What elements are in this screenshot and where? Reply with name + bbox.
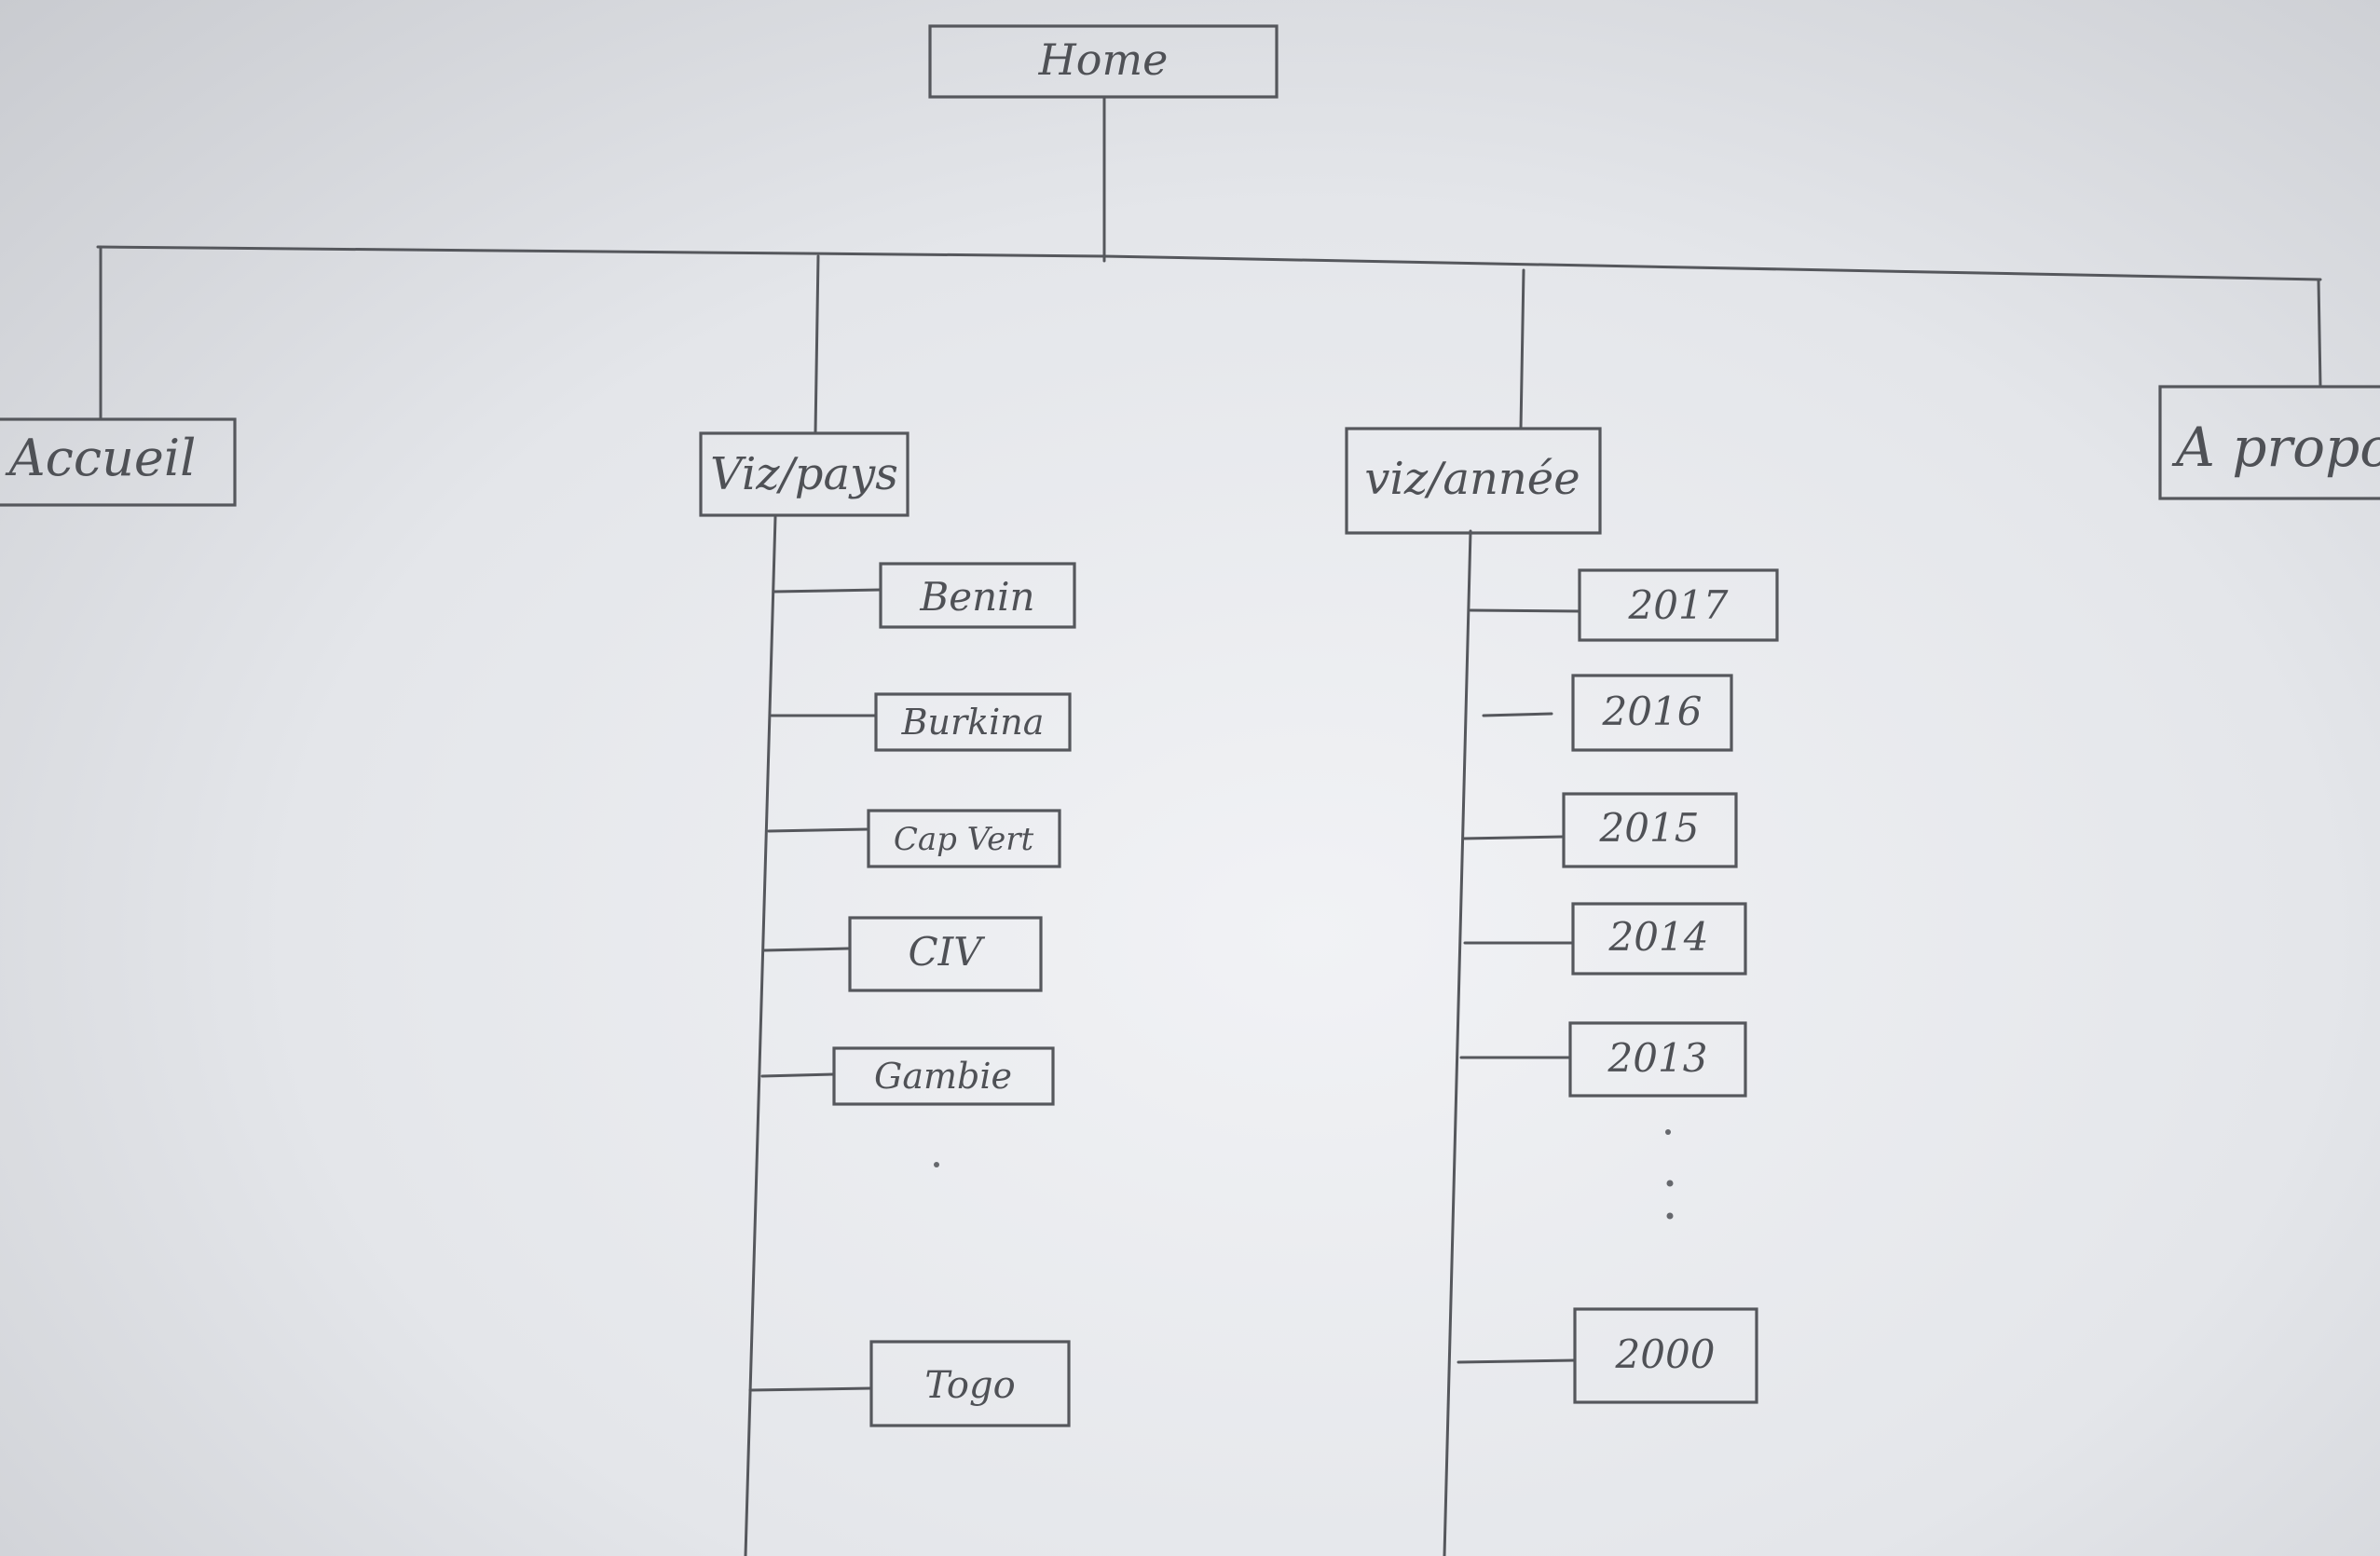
- node-2017-label: 2017: [1628, 582, 1729, 628]
- node-burkina: Burkina: [874, 692, 1072, 752]
- node-gambie-label: Gambie: [874, 1056, 1012, 1097]
- node-viz-pays-label: Viz/pays: [710, 448, 898, 500]
- node-2014: 2014: [1571, 902, 1747, 976]
- node-2013-label: 2013: [1607, 1035, 1708, 1081]
- node-2015-label: 2015: [1599, 805, 1700, 851]
- node-accueil: Accueil: [0, 417, 237, 507]
- node-togo-label: Togo: [924, 1364, 1015, 1407]
- node-viz-annee-label: viz/année: [1364, 453, 1580, 505]
- node-burkina-label: Burkina: [901, 702, 1045, 743]
- node-a-propos: A propos: [2158, 385, 2380, 500]
- node-a-propos-label: A propos: [2171, 416, 2380, 479]
- node-accueil-label: Accueil: [5, 429, 197, 487]
- country-continuation-dot: [934, 1162, 939, 1167]
- node-home-label: Home: [1038, 34, 1169, 85]
- node-2015: 2015: [1562, 792, 1738, 868]
- node-togo: Togo: [869, 1340, 1071, 1427]
- connector-lines: [96, 96, 2322, 1556]
- node-2016: 2016: [1571, 674, 1733, 752]
- node-viz-pays: Viz/pays: [699, 431, 910, 517]
- node-benin: Benin: [879, 562, 1076, 629]
- node-2000-label: 2000: [1615, 1331, 1716, 1377]
- node-2016-label: 2016: [1602, 689, 1703, 734]
- node-2017: 2017: [1578, 568, 1779, 642]
- node-2013: 2013: [1568, 1021, 1747, 1098]
- node-benin-label: Benin: [919, 574, 1034, 620]
- year-continuation-dots: [1665, 1129, 1674, 1220]
- node-civ: CIV: [848, 916, 1043, 992]
- node-civ-label: CIV: [908, 929, 985, 975]
- node-cap-vert: Cap Vert: [867, 809, 1061, 868]
- node-viz-annee: viz/année: [1345, 427, 1602, 535]
- node-2014-label: 2014: [1608, 914, 1709, 960]
- node-cap-vert-label: Cap Vert: [894, 821, 1034, 858]
- node-home: Home: [928, 24, 1279, 99]
- node-gambie: Gambie: [832, 1046, 1055, 1106]
- node-2000: 2000: [1573, 1307, 1758, 1404]
